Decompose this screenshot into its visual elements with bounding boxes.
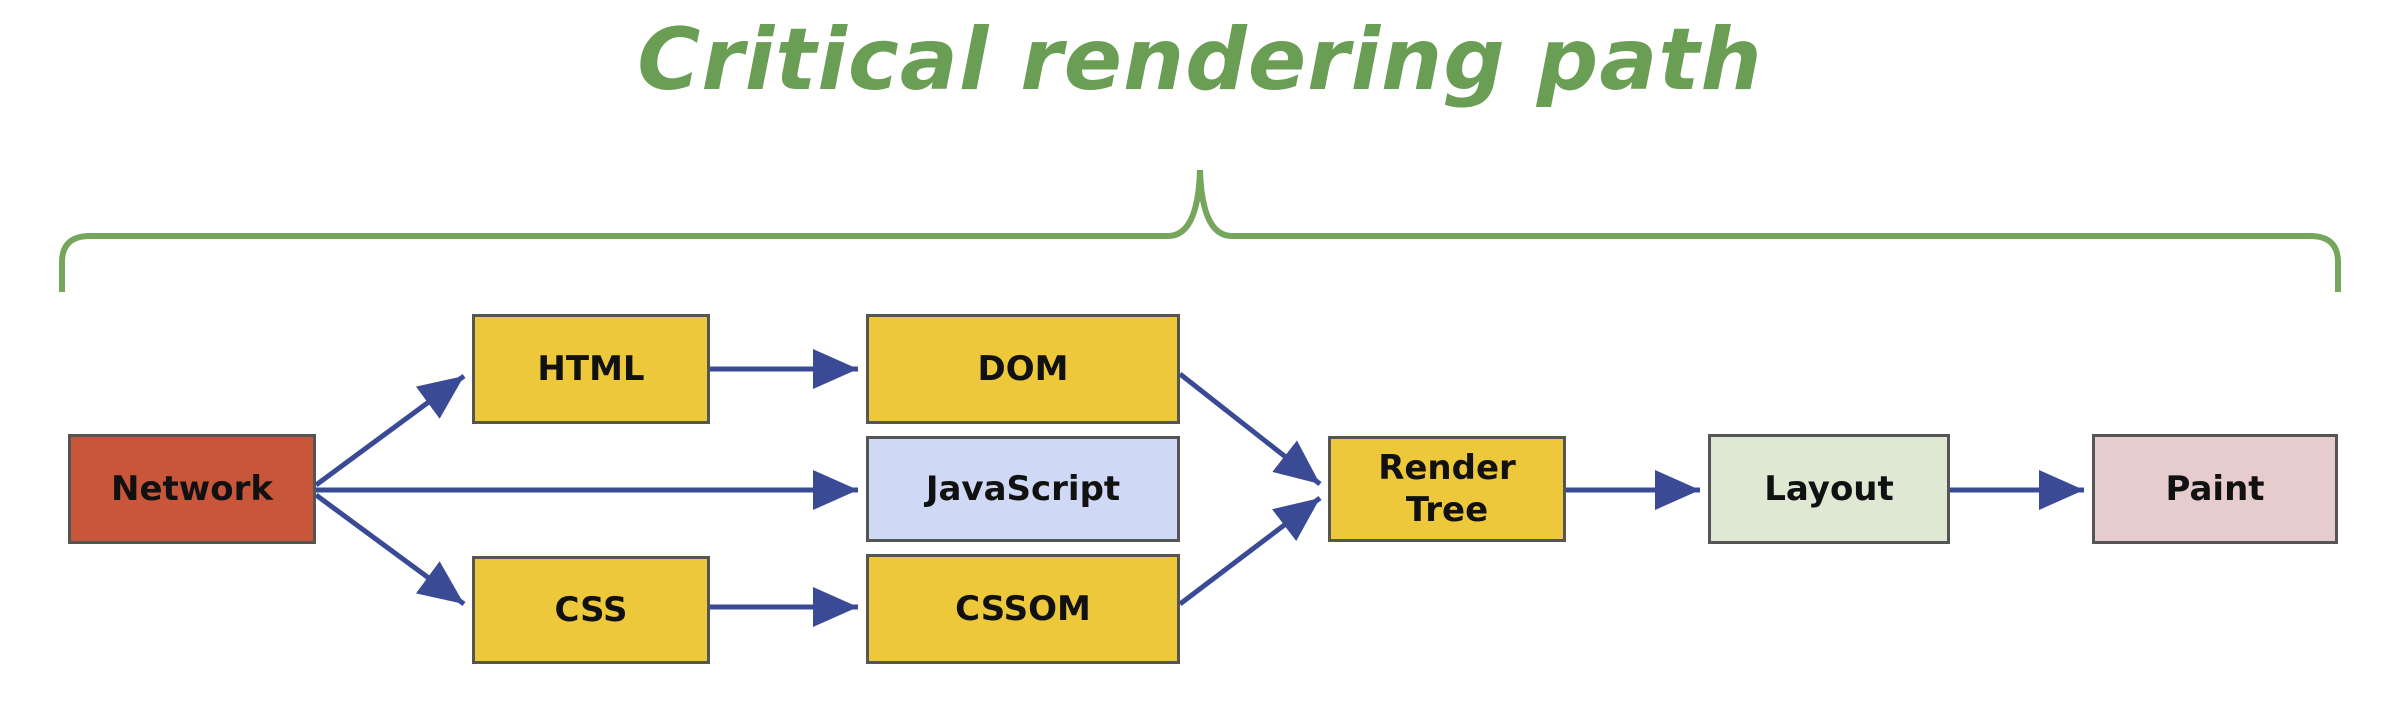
network-node: Network: [68, 434, 316, 544]
paint-label: Paint: [2165, 469, 2265, 509]
javascript-label: JavaScript: [925, 469, 1121, 509]
css-label: CSS: [554, 590, 628, 630]
render-tree-label: Render Tree: [1378, 447, 1516, 531]
render-tree-label-line2: Tree: [1405, 490, 1489, 530]
layout-label: Layout: [1764, 469, 1894, 509]
css-node: CSS: [472, 556, 710, 664]
dom-label: DOM: [977, 349, 1069, 389]
javascript-node: JavaScript: [866, 436, 1180, 542]
arrow-network-to-html: [314, 373, 466, 488]
dom-node: DOM: [866, 314, 1180, 424]
paint-node: Paint: [2092, 434, 2338, 544]
render-tree-label-line1: Render: [1378, 448, 1516, 488]
network-label: Network: [111, 469, 273, 509]
arrow-cssom-to-render-tree: [1178, 496, 1322, 606]
layout-node: Layout: [1708, 434, 1950, 544]
arrow-dom-to-render-tree: [1178, 372, 1322, 486]
html-node: HTML: [472, 314, 710, 424]
critical-path-brace: [59, 169, 2341, 292]
cssom-node: CSSOM: [866, 554, 1180, 664]
diagram-title: Critical rendering path: [637, 10, 1763, 110]
html-label: HTML: [537, 349, 645, 389]
render-tree-node: Render Tree: [1328, 436, 1566, 542]
cssom-label: CSSOM: [955, 589, 1091, 629]
arrow-network-to-css: [314, 492, 466, 607]
